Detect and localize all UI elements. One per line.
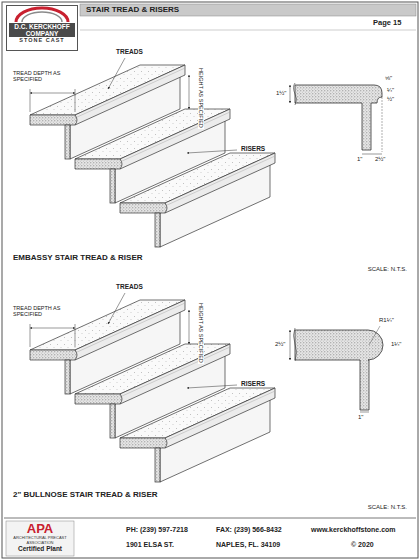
drawing-label: 1¼" [390,341,402,348]
drawing-label: SCALE: N.T.S. [367,266,408,273]
stair-illustration [30,300,275,482]
page-title: STAIR TREAD & RISERS [86,5,179,14]
contact-text: www.kerckhoffstone.com [310,526,397,534]
drawing-label: TREADS [115,48,144,55]
drawing-label: R1¼" [378,317,395,324]
drawing-label: HEIGHT AS SPECIFIED [198,302,204,364]
drawing-label: SCALE: N.T.S. [367,504,408,511]
drawing-label: 2½" [374,156,386,163]
logo-text: Certified Plant [8,545,72,552]
logo-text: APA [8,522,72,536]
company-logo: D.C. KERCKHOFF COMPANYSTONE CAST [6,5,78,51]
drawing-label: 1" [357,414,364,421]
drawing-label: RISERS [240,145,266,152]
drawing-label: 1" [356,156,363,163]
drawing-label: ⅝" [384,75,393,82]
drawing-label: HEIGHT AS SPECIFIED [198,67,204,129]
drawing-label: ½" [386,96,395,103]
drawing-label: RISERS [240,380,266,387]
drawing-label: TREADS [115,283,144,290]
logo-text: D.C. KERCKHOFF COMPANY [9,23,75,37]
logo-text: ARCHITECTURAL PRECAST ASSOCIATION [8,536,72,545]
drawing-label: 2½" [274,341,286,348]
drawing-label: EMBASSY STAIR TREAD & RISER [12,253,144,262]
drawing-label: TREAD DEPTH AS SPECIFIED [12,305,66,318]
drawing-label: ¼" [386,87,395,94]
contact-text: © 2020 [350,541,375,549]
drawing-label: 2" BULLNOSE STAIR TREAD & RISER [12,490,159,499]
contact-text: NAPLES, FL. 34109 [215,541,281,549]
drawing-label: 1½" [275,90,287,97]
page-number: Page 15 [372,19,402,28]
contact-text: FAX: (239) 566-8432 [215,526,283,534]
apa-logo: APAARCHITECTURAL PRECAST ASSOCIATIONCert… [6,521,74,556]
drawing-label: TREAD DEPTH AS SPECIFIED [12,70,66,83]
stair-illustration [30,65,275,247]
contact-text: PH: (239) 597-7218 [125,526,189,534]
contact-text: 1901 ELSA ST. [125,541,175,549]
logo-text: STONE CAST [9,37,75,43]
